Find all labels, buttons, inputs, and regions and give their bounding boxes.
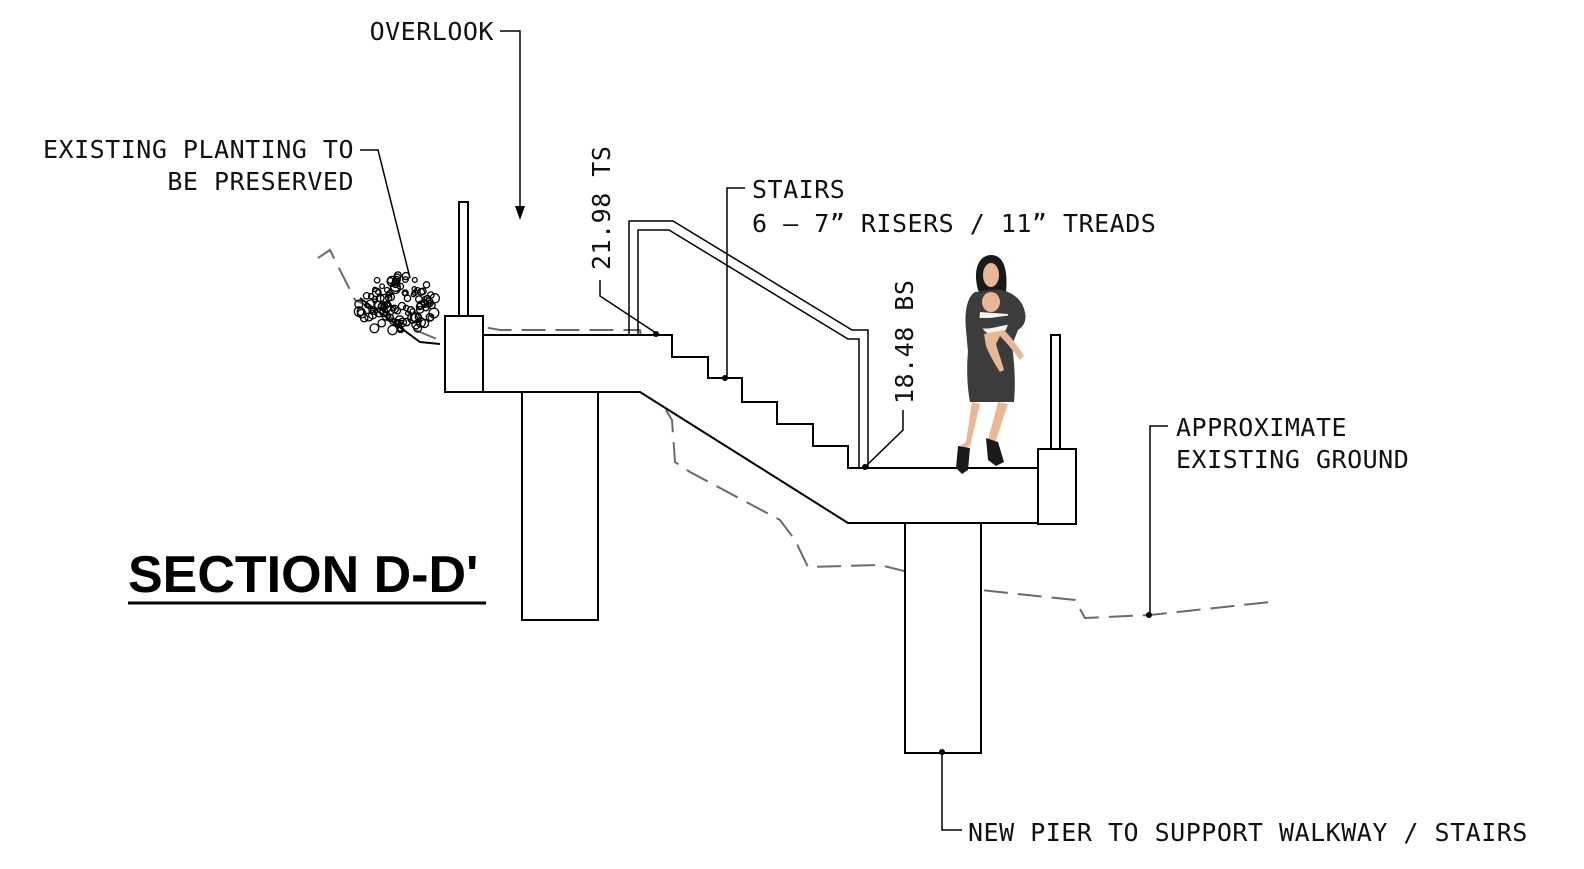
left-pier (521, 391, 599, 621)
scale-figure-woman-holding-baby (956, 255, 1026, 474)
handrail-outer (628, 220, 869, 468)
stairs-label-line1: STAIRS (752, 175, 845, 204)
bs-point (862, 464, 868, 470)
overlook-label: OVERLOOK (370, 17, 494, 46)
planting-leader (360, 149, 411, 279)
overlook-leader (500, 30, 521, 212)
ts-point (653, 331, 659, 337)
section-title: SECTION D-D' (128, 546, 478, 604)
existing-planting-shrub (353, 271, 441, 345)
right-pier (904, 522, 982, 754)
planting-label-line2: BE PRESERVED (167, 167, 354, 196)
top-of-stair-label: 21.98 TS (587, 146, 616, 270)
left-curb (444, 315, 484, 393)
handrail-inner (637, 229, 860, 468)
left-railing-post (458, 201, 469, 317)
stairs-leader (726, 187, 745, 378)
ground-leader (1149, 425, 1168, 615)
stairs-point (722, 375, 728, 381)
ground-label-line1: APPROXIMATE (1176, 413, 1347, 442)
bs-leader (865, 410, 904, 467)
pier-leader (941, 752, 962, 831)
right-railing-post (1050, 334, 1061, 450)
pier-label: NEW PIER TO SUPPORT WALKWAY / STAIRS (968, 818, 1528, 847)
right-curb (1037, 448, 1077, 525)
ground-label-line2: EXISTING GROUND (1176, 445, 1409, 474)
stairs-label-line2: 6 – 7” RISERS / 11” TREADS (752, 209, 1156, 238)
ground-point (1146, 612, 1152, 618)
bottom-of-stair-label: 18.48 BS (890, 280, 919, 404)
overlook-arrow (515, 206, 525, 220)
planting-label-line1: EXISTING PLANTING TO (43, 135, 354, 164)
overlook-slab-and-stair (482, 334, 1039, 524)
ts-leader (599, 280, 657, 334)
